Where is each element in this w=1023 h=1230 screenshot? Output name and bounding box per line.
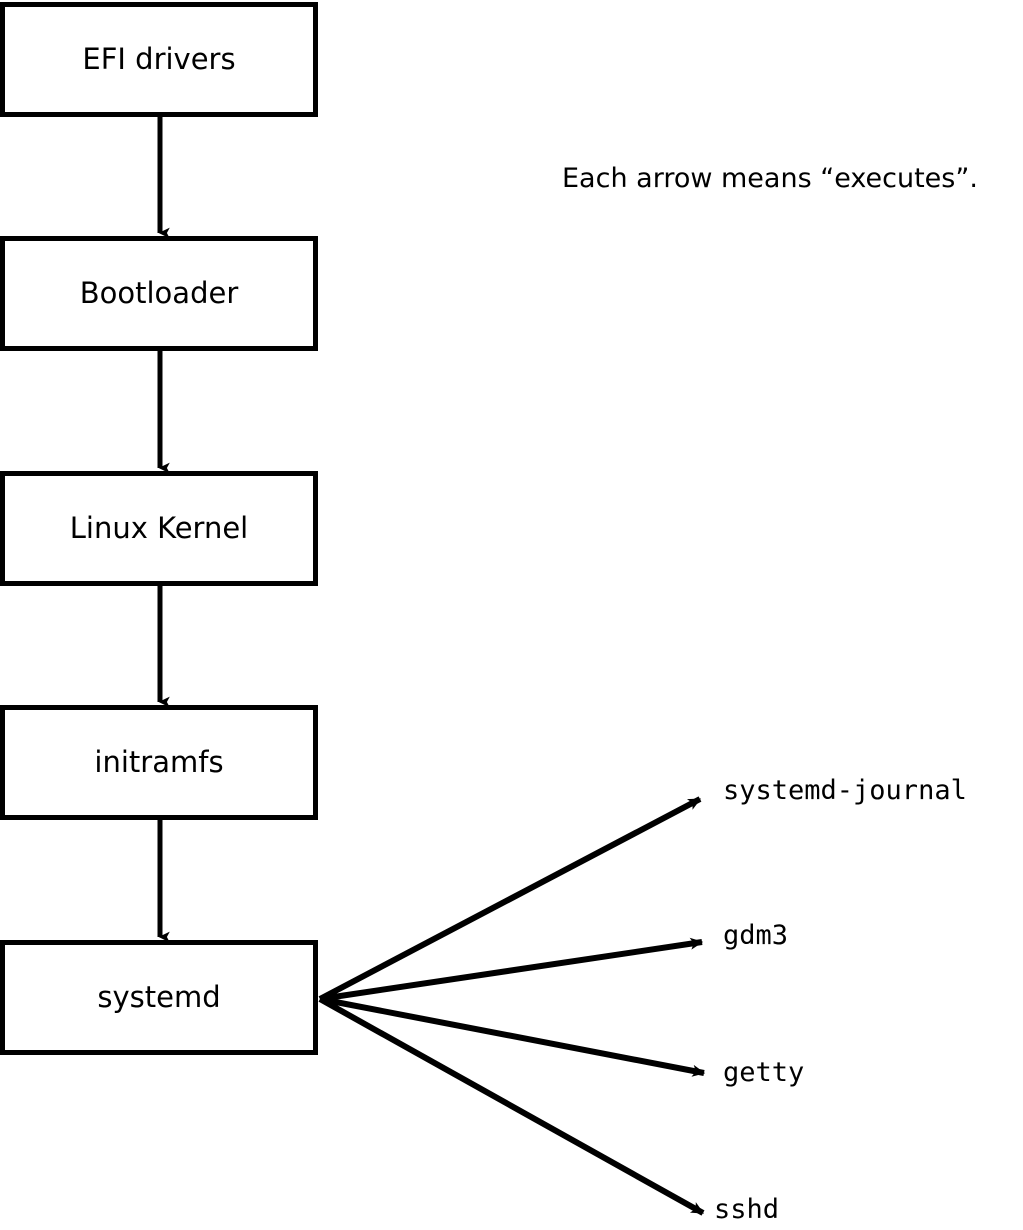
stage-label-systemd: systemd [97, 980, 221, 1014]
arrow-systemd-to-gdm3 [319, 937, 704, 1002]
legend-note: Each arrow means “executes”. [562, 163, 978, 194]
service-label-systemd-journal: systemd-journal [723, 775, 967, 806]
arrow-systemd-to-sshd [318, 996, 705, 1216]
stage-box-linux-kernel: Linux Kernel [0, 471, 318, 586]
stage-box-initramfs: initramfs [0, 705, 318, 820]
stage-box-systemd: systemd [0, 940, 318, 1055]
arrow-systemd-to-getty [319, 996, 706, 1077]
arrow-systemd-to-systemd-journal [318, 796, 702, 1002]
stage-label-initramfs: initramfs [94, 745, 224, 779]
stage-label-linux-kernel: Linux Kernel [69, 511, 249, 545]
service-label-getty: getty [723, 1057, 805, 1088]
service-label-gdm3: gdm3 [723, 920, 789, 951]
stage-label-bootloader: Bootloader [79, 276, 239, 310]
service-label-sshd: sshd [714, 1194, 780, 1225]
stage-box-efi-drivers: EFI drivers [0, 2, 318, 117]
stage-label-efi-drivers: EFI drivers [82, 42, 236, 76]
stage-box-bootloader: Bootloader [0, 236, 318, 351]
fanout-arrow-group [318, 796, 706, 1216]
